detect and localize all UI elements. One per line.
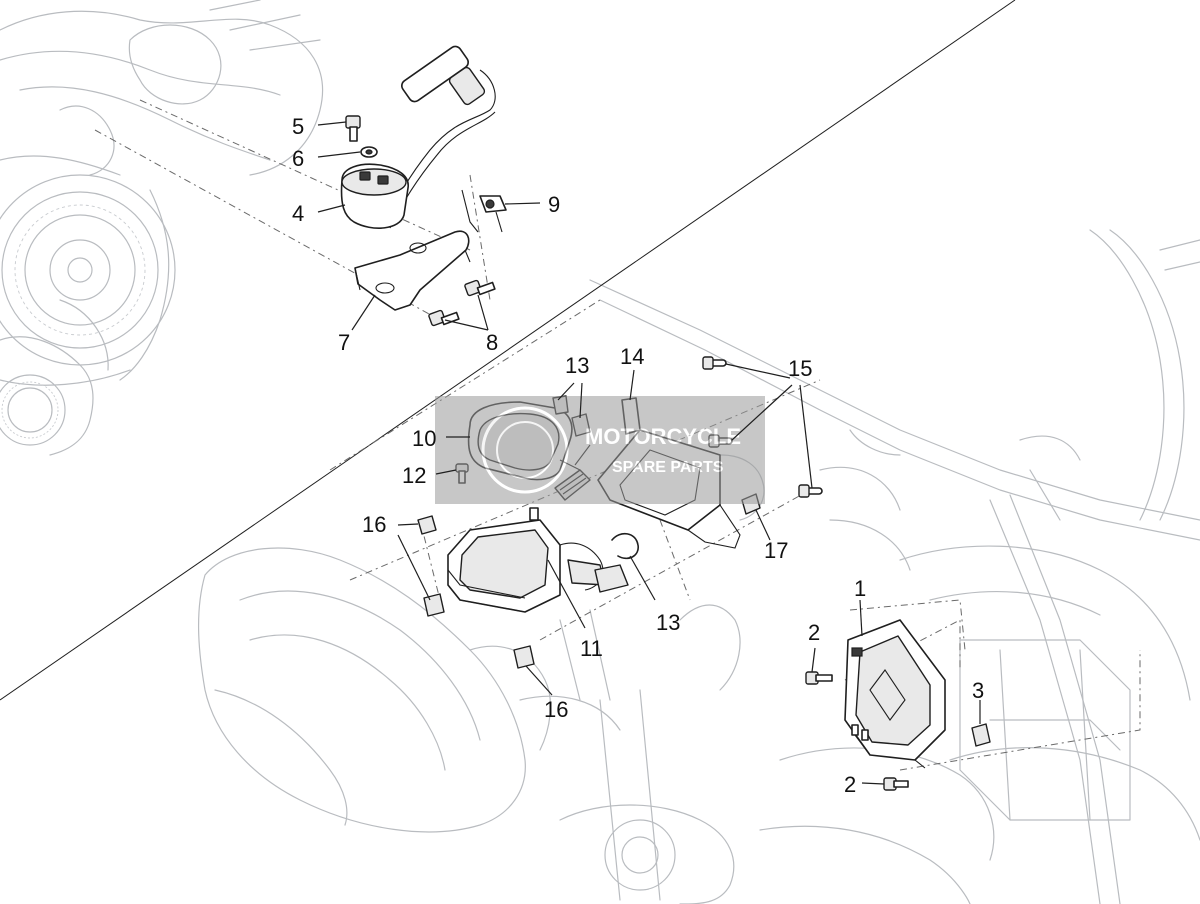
part-bolt-5 bbox=[345, 115, 361, 142]
leader-lines bbox=[317, 121, 981, 785]
callout-2-lower: 2 bbox=[844, 772, 856, 797]
part-bolt-2-lower bbox=[883, 777, 909, 791]
callout-11: 11 bbox=[580, 636, 603, 661]
part-control-unit-1 bbox=[844, 619, 946, 769]
callout-3: 3 bbox=[972, 678, 984, 703]
watermark-line1: MOTORCYCLE bbox=[585, 424, 741, 449]
part-bolt-2-upper bbox=[805, 671, 833, 685]
callout-13-upper: 13 bbox=[565, 353, 589, 378]
callout-1: 1 bbox=[854, 576, 866, 601]
callout-4: 4 bbox=[292, 201, 304, 226]
part-sensor-9 bbox=[461, 189, 507, 233]
part-bolt-8-upper bbox=[464, 279, 496, 297]
part-clip-3 bbox=[971, 723, 991, 747]
part-washer-6 bbox=[360, 146, 378, 158]
callout-8: 8 bbox=[486, 330, 498, 355]
part-ecu-11 bbox=[447, 507, 629, 613]
callout-15: 15 bbox=[788, 356, 812, 381]
callout-6: 6 bbox=[292, 146, 304, 171]
callout-9: 9 bbox=[548, 192, 560, 217]
part-bolt-8-lower bbox=[428, 309, 460, 327]
callout-2-upper: 2 bbox=[808, 620, 820, 645]
callout-17: 17 bbox=[764, 538, 788, 563]
part-relay-assembly bbox=[340, 45, 496, 229]
watermark-line2: SPARE PARTS bbox=[612, 459, 724, 476]
callout-12: 12 bbox=[402, 463, 426, 488]
callout-10: 10 bbox=[412, 426, 436, 451]
callout-13-lower: 13 bbox=[656, 610, 680, 635]
watermark-box bbox=[435, 396, 765, 504]
section-divider-line bbox=[0, 0, 1016, 701]
part-clip-16-b bbox=[423, 593, 445, 617]
callout-5: 5 bbox=[292, 114, 304, 139]
watermark: MOTORCYCLE SPARE PARTS bbox=[435, 396, 765, 504]
watermark-logo-inner-icon bbox=[496, 421, 554, 479]
part-clip-16-a bbox=[417, 515, 437, 535]
callout-16-lower: 16 bbox=[544, 697, 568, 722]
part-bracket-7 bbox=[354, 230, 471, 311]
callout-7: 7 bbox=[338, 330, 350, 355]
callout-labels: 5 6 4 9 7 8 13 14 15 10 12 16 17 11 13 1… bbox=[292, 114, 984, 797]
callout-14: 14 bbox=[620, 344, 644, 369]
callout-16-upper: 16 bbox=[362, 512, 386, 537]
watermark-logo-icon bbox=[481, 406, 569, 494]
part-clip-13-lower bbox=[611, 532, 639, 560]
part-clip-16-c bbox=[513, 645, 535, 669]
